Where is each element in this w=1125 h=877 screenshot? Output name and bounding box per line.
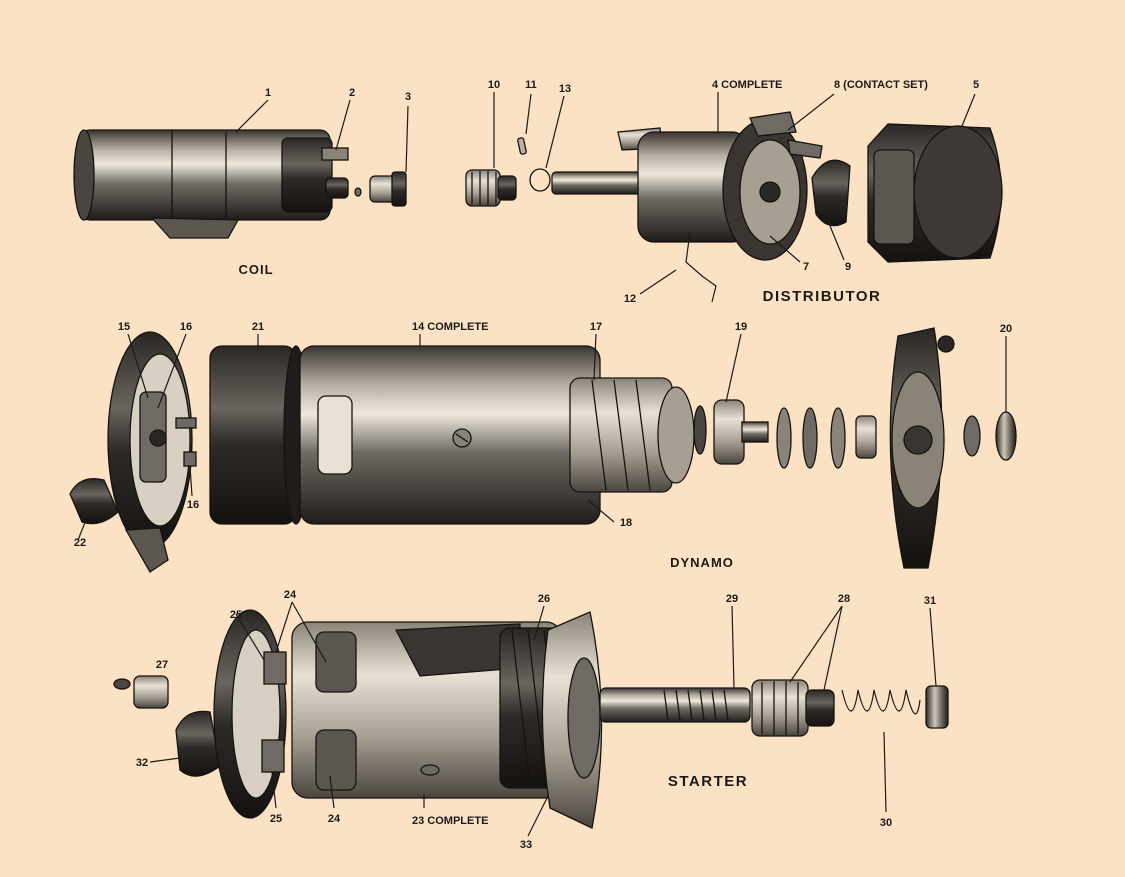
- starter-end-bracket-25: [213, 609, 287, 819]
- distributor-clamp-12: [685, 231, 717, 303]
- coil-cap-3: [369, 171, 407, 207]
- callout-19: 19: [735, 321, 747, 333]
- distributor-pin-11: [517, 137, 527, 155]
- starter-shaft-29: [599, 687, 751, 723]
- callout-10: 10: [488, 79, 500, 91]
- dynamo-drive-bracket: [889, 327, 955, 569]
- distributor-rotor-9: [811, 159, 851, 227]
- callout-27: 27: [156, 659, 168, 671]
- callout-22: 22: [74, 537, 86, 549]
- callout-16b: 16: [187, 499, 199, 511]
- section-titles: COIL DISTRIBUTOR DYNAMO STARTER: [238, 262, 882, 790]
- leader-lines: [77, 92, 1007, 837]
- starter-yoke-23: [291, 621, 563, 799]
- dynamo-nut-20: [963, 411, 1017, 461]
- dynamo-spacers: [776, 407, 877, 469]
- callout-20: 20: [1000, 323, 1012, 335]
- dynamo-armature-17: [569, 377, 695, 493]
- dynamo-end-bracket-15: [107, 331, 193, 573]
- starter-spring-30: [841, 689, 921, 715]
- starter-cap-32: [175, 710, 221, 777]
- callout-16: 16: [180, 321, 192, 333]
- callout-4: 4 COMPLETE: [712, 79, 782, 91]
- callout-24b: 24: [328, 813, 341, 825]
- section-title-distributor: DISTRIBUTOR: [763, 288, 882, 305]
- callout-13: 13: [559, 83, 571, 95]
- callout-18: 18: [620, 517, 632, 529]
- section-title-starter: STARTER: [668, 773, 748, 790]
- dynamo-band-21: [209, 345, 309, 525]
- callout-25: 25: [230, 609, 242, 621]
- callout-14: 14 COMPLETE: [412, 321, 488, 333]
- dynamo-brush-16: [175, 417, 197, 467]
- distributor-body-4: [551, 111, 823, 261]
- callout-15: 15: [118, 321, 130, 333]
- dynamo-yoke-14: [299, 345, 601, 525]
- callout-25b: 25: [270, 813, 282, 825]
- coil-assembly: [73, 129, 349, 239]
- callout-11: 11: [525, 79, 537, 91]
- callout-31: 31: [924, 595, 936, 607]
- callout-32: 32: [136, 757, 148, 769]
- distributor-gear-10: [465, 169, 517, 207]
- callout-5: 5: [973, 79, 979, 91]
- callout-9: 9: [845, 261, 851, 273]
- callout-12: 12: [624, 293, 636, 305]
- callout-21: 21: [252, 321, 264, 333]
- callout-3: 3: [405, 91, 411, 103]
- distributor-ring-13: [529, 168, 551, 192]
- dynamo-bearing-19: [693, 399, 769, 465]
- callout-24: 24: [284, 589, 297, 601]
- callout-33: 33: [520, 839, 532, 851]
- callout-30: 30: [880, 817, 892, 829]
- coil-terminal-nut: [354, 187, 362, 197]
- callout-29: 29: [726, 593, 738, 605]
- starter-drive-flange: [541, 611, 603, 829]
- section-title-dynamo: DYNAMO: [670, 555, 734, 570]
- callout-26: 26: [538, 593, 550, 605]
- callout-23: 23 COMPLETE: [412, 815, 488, 827]
- dynamo-cap-22: [69, 477, 119, 525]
- starter-pinion-28: [751, 679, 835, 737]
- distributor-cap-5: [867, 123, 1003, 263]
- callout-2: 2: [349, 87, 355, 99]
- starter-clamp-27: [113, 675, 169, 709]
- starter-nut-31: [925, 685, 949, 729]
- callout-7: 7: [803, 261, 809, 273]
- callout-labels: 1 2 3 10 11 13 4 COMPLETE 8 (CONTACT SET…: [74, 79, 1012, 851]
- callout-17: 17: [590, 321, 602, 333]
- callout-28: 28: [838, 593, 850, 605]
- callout-8: 8 (CONTACT SET): [834, 79, 928, 91]
- section-title-coil: COIL: [238, 262, 273, 277]
- callout-1: 1: [265, 87, 271, 99]
